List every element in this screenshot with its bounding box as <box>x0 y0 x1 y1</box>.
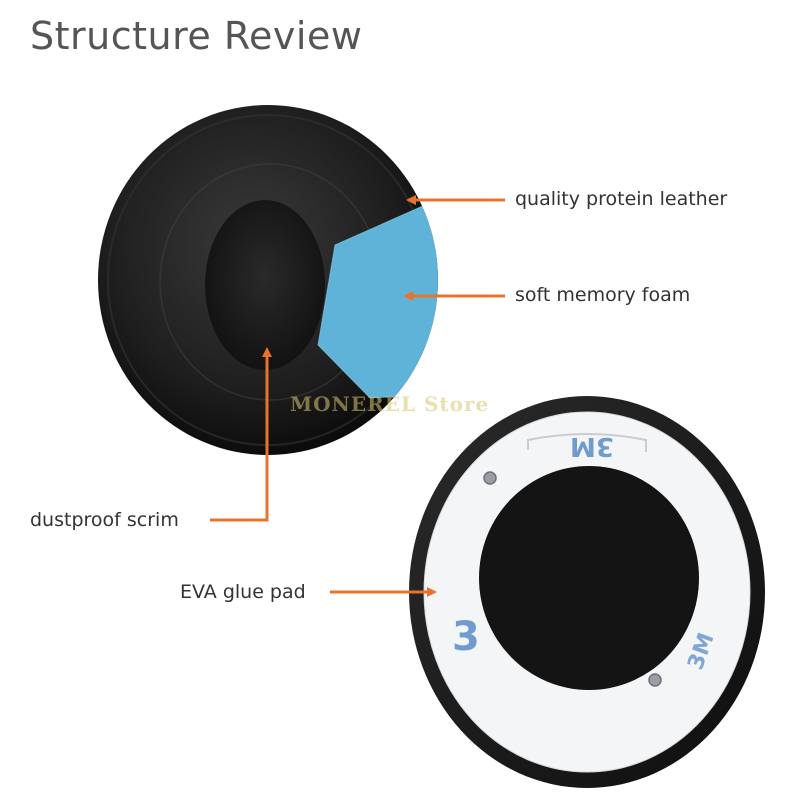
glue-pad-print-left: 3 <box>452 614 480 660</box>
dustproof-scrim-disc <box>479 466 699 690</box>
watermark: MONEREL Store <box>290 392 490 416</box>
screw-hole-bottom <box>648 673 662 687</box>
screw-hole-top <box>483 471 497 485</box>
label-scrim: dustproof scrim <box>30 509 179 531</box>
dustproof-scrim-center <box>205 200 325 370</box>
label-leather: quality protein leather <box>515 188 728 210</box>
label-glue: EVA glue pad <box>180 581 306 603</box>
back-earpad: 3M 3 3M <box>409 396 765 788</box>
callout-scrim <box>210 350 269 522</box>
label-foam: soft memory foam <box>515 284 691 306</box>
page-title: Structure Review <box>30 14 363 58</box>
callout-arrowheads <box>262 195 437 597</box>
callout-lines <box>210 198 505 594</box>
memory-foam-cutaway <box>318 205 438 398</box>
front-earpad <box>98 105 438 455</box>
glue-pad-print-top: 3M <box>570 431 614 461</box>
